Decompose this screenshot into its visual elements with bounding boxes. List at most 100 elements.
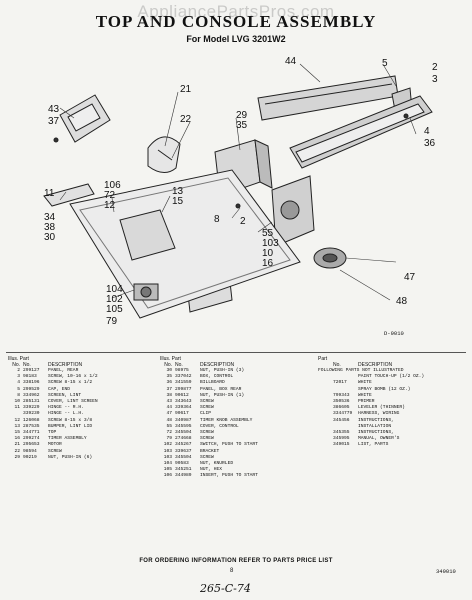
illus-number: 102 — [163, 442, 172, 448]
exploded-diagram — [43, 63, 433, 319]
callout-number: 37 — [48, 116, 60, 127]
part-number: 345595 — [175, 423, 192, 429]
callout-number: 15 — [172, 196, 184, 207]
callout-number: 4 — [424, 126, 430, 137]
part-number: 339230 — [23, 411, 40, 417]
part-description: SCREW — [200, 430, 214, 436]
part-number: 339364 — [175, 405, 192, 411]
callout-number: 10 — [262, 248, 274, 259]
callout-number: 102 — [106, 294, 123, 305]
part-description: SCREW, 10-16 x 1/2 — [48, 374, 98, 380]
callout-number: 2 — [432, 62, 438, 73]
part-number: 98594 — [23, 448, 37, 454]
part-number: 340987 — [175, 417, 192, 423]
callout-number: 11 — [44, 188, 55, 199]
part-description: MOTOR — [48, 442, 62, 448]
part-number: 343643 — [175, 399, 192, 405]
part-description: WHITE — [358, 392, 372, 398]
part-description: PANEL, REAR — [48, 368, 79, 373]
callout-number: 22 — [180, 114, 192, 125]
part-description: SCREW — [200, 454, 214, 460]
callout-number: 105 — [106, 304, 123, 315]
page-id: 349010 — [436, 568, 456, 575]
parts-column-3: Part No.DESCRIPTION FOLLOWING PARTS NOT … — [318, 356, 468, 449]
part-description: LIST, PARTS — [358, 442, 389, 448]
part-description: NUT, KNURLED — [200, 461, 234, 467]
part-number: 98975 — [175, 368, 189, 373]
part-number: 334962 — [23, 392, 40, 398]
illus-number: 103 — [163, 454, 172, 460]
illus-number: 22 — [14, 448, 20, 454]
part-description: SCREW — [200, 399, 214, 405]
callout-number: 104 — [106, 284, 123, 295]
part-number: 345995 — [333, 436, 350, 442]
part-description: INSTRUCTIONS, — [358, 417, 394, 423]
table-row: SPRAY BOMB (12 OZ.) — [318, 387, 468, 393]
part-description: INSTALLATION — [358, 423, 392, 429]
illus-number: 37 — [166, 386, 172, 392]
part-description: COVER, CONTROL — [200, 423, 239, 429]
column-header-row: No.No.DESCRIPTION — [164, 362, 235, 368]
illus-number: 11 — [14, 405, 20, 411]
illus-number: 5 — [17, 386, 20, 392]
illus-number: 43 — [166, 399, 172, 405]
table-row: INSTALLATION — [318, 424, 468, 430]
illus-number: 35 — [166, 374, 172, 380]
table-row: 345355 INSTRUCTIONS, — [318, 430, 468, 436]
part-description: NUT, PUSH-IN (1) — [200, 392, 245, 398]
part-number: 345355 — [333, 430, 350, 436]
callout-number: 72 — [104, 190, 116, 201]
callout-number: 36 — [424, 138, 436, 149]
callout-number: 106 — [104, 180, 121, 191]
callout-number: 8 — [214, 214, 220, 225]
part-description: HINGE -- R.H. — [48, 405, 84, 411]
illus-number: 2 — [17, 368, 20, 373]
page-number: 8 — [230, 568, 234, 574]
part-description: NUT, PUSH-IN (6) — [48, 454, 93, 460]
part-number: 295653 — [23, 442, 40, 448]
column-header: Part — [318, 356, 328, 362]
illus-number: 12 — [14, 417, 20, 423]
part-description: INSERT, PUSH TO START — [200, 473, 258, 479]
part-number: 344989 — [175, 473, 192, 479]
callout-number: 55 — [262, 228, 274, 239]
illus-number: 72 — [166, 430, 172, 436]
part-description: BILLBOARD — [200, 380, 225, 386]
part-description: PRIMER — [358, 399, 375, 405]
part-description: SCREW — [200, 405, 214, 411]
illus-number: 44 — [166, 405, 172, 411]
part-description: SCREW — [48, 448, 62, 454]
part-number: 126068 — [23, 417, 40, 423]
part-description: SCREW 8-15 x 1/2 — [48, 380, 93, 386]
callout-number: 47 — [404, 272, 416, 283]
part-description: MANUAL, OWNER'S — [358, 436, 400, 442]
page-title: TOP AND CONSOLE ASSEMBLY — [95, 12, 377, 31]
part-description: INSTRUCTIONS, — [358, 430, 394, 436]
illus-number: 30 — [166, 368, 172, 373]
illus-number: 103 — [163, 448, 172, 454]
part-description: SWITCH, PUSH TO START — [200, 442, 258, 448]
part-number: 337042 — [175, 374, 192, 380]
